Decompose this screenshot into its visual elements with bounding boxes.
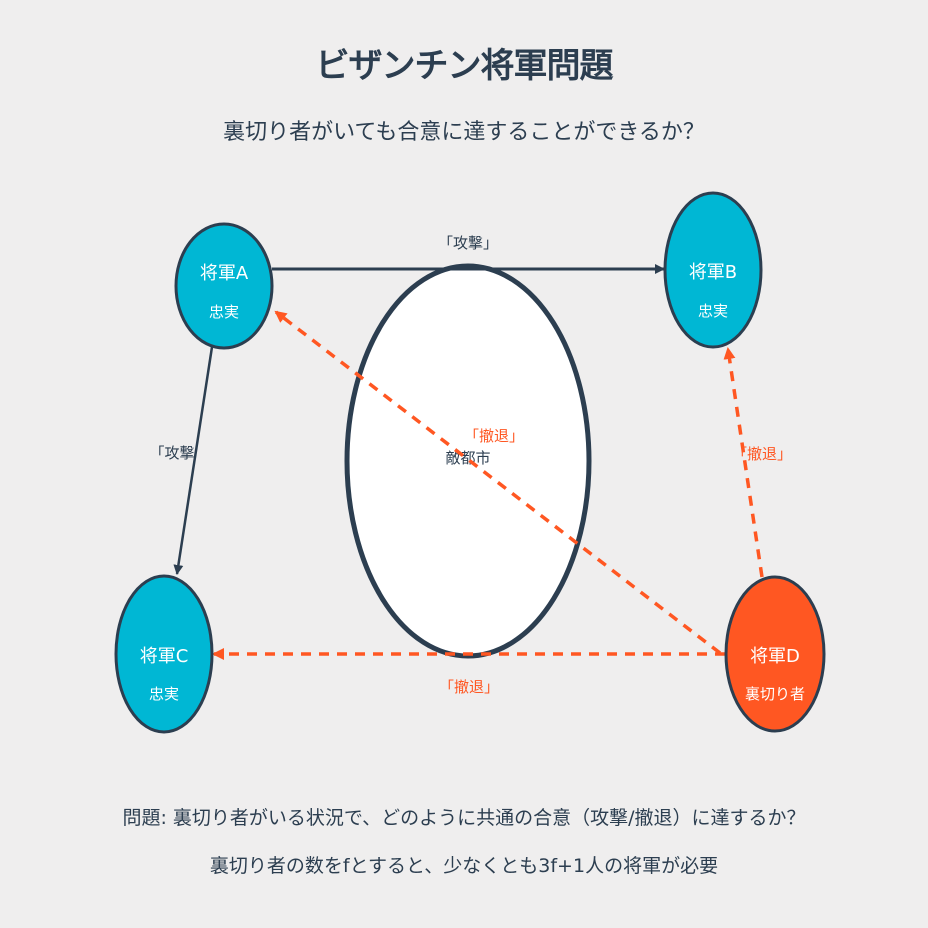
- node-general-d-traitor: 将軍D 裏切り者: [724, 575, 826, 733]
- requirement-note: 裏切り者の数をfとすると、少なくとも3f+1人の将軍が必要: [209, 855, 719, 877]
- edge-d-to-a: 「撤退」: [274, 310, 722, 655]
- problem-statement: 問題: 裏切り者がいる状況で、どのように共通の合意（攻撃/撤退）に達するか？: [122, 807, 806, 829]
- node-general-c: 将軍C 忠実: [114, 574, 214, 734]
- edge-a-to-b: 「攻撃」: [272, 234, 665, 274]
- edge-d-to-c: 「撤退」: [212, 648, 725, 696]
- edge-d-to-c-label: 「撤退」: [439, 678, 499, 696]
- page-subtitle: 裏切り者がいても合意に達することができるか？: [223, 120, 705, 145]
- edge-d-to-a-label: 「撤退」: [464, 427, 524, 445]
- page-title: ビザンチン将軍問題: [315, 46, 614, 86]
- node-general-a: 将軍A 忠実: [174, 222, 274, 350]
- edge-a-to-c-label: 「攻撃: [149, 444, 194, 462]
- node-c-role: 忠実: [149, 685, 179, 703]
- edge-d-to-b: 「撤退」: [723, 347, 792, 578]
- enemy-city: 敵都市: [344, 263, 592, 659]
- node-b-name: 将軍B: [689, 262, 737, 283]
- edge-a-to-b-label: 「攻撃」: [438, 234, 498, 252]
- node-general-b: 将軍B 忠実: [663, 191, 763, 349]
- node-a-role: 忠実: [209, 303, 239, 321]
- node-b-role: 忠実: [698, 302, 728, 320]
- node-d-name: 将軍D: [750, 646, 800, 667]
- edge-a-to-c: 「攻撃: [149, 346, 214, 575]
- edge-d-to-b-label: 「撤退」: [732, 445, 792, 463]
- node-d-role: 裏切り者: [745, 685, 805, 703]
- enemy-city-label: 敵都市: [445, 449, 490, 467]
- node-a-name: 将軍A: [200, 263, 249, 284]
- node-c-name: 将軍C: [140, 646, 189, 667]
